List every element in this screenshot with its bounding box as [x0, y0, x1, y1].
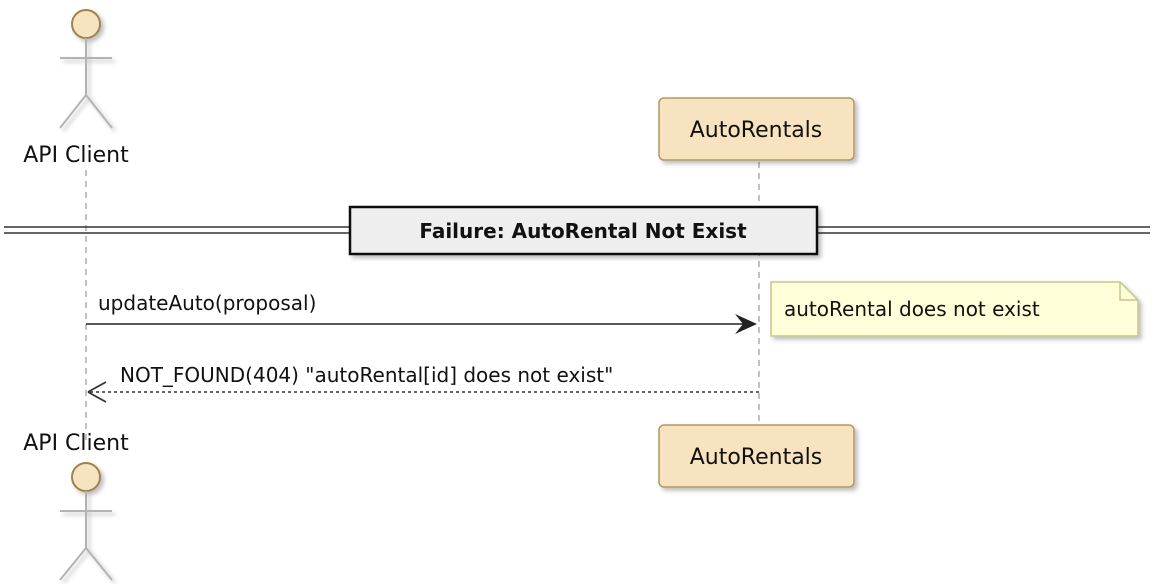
arrowhead-icon	[735, 314, 757, 334]
arrowhead-icon	[87, 381, 107, 403]
actor-client-bottom[interactable]: API Client	[23, 431, 129, 581]
participant-box	[658, 97, 855, 161]
note-box	[770, 281, 1139, 337]
participant-service-bottom[interactable]: AutoRentals	[658, 424, 855, 488]
note-fold	[1119, 282, 1138, 301]
message-response-label: NOT_FOUND(404) "autoRental[id] does not …	[120, 363, 613, 387]
participant-service-top[interactable]: AutoRentals	[658, 97, 855, 161]
note: autoRental does not exist	[770, 281, 1139, 337]
message-response: NOT_FOUND(404) "autoRental[id] does not …	[87, 363, 759, 403]
actor-label: API Client	[23, 143, 129, 168]
note-text: autoRental does not exist	[784, 297, 1040, 321]
participant-box	[658, 424, 855, 488]
message-request-label: updateAuto(proposal)	[98, 291, 316, 315]
divider-title: Failure: AutoRental Not Exist	[419, 219, 747, 243]
actor-label: API Client	[23, 431, 129, 456]
message-request: updateAuto(proposal)	[86, 291, 757, 334]
divider-box	[348, 205, 819, 256]
actor-icon	[59, 462, 113, 581]
divider: Failure: AutoRental Not Exist	[4, 205, 1150, 256]
actor-client-top[interactable]: API Client	[23, 9, 129, 168]
participant-label: AutoRentals	[690, 445, 823, 470]
participant-label: AutoRentals	[690, 118, 823, 143]
actor-icon	[59, 9, 113, 129]
